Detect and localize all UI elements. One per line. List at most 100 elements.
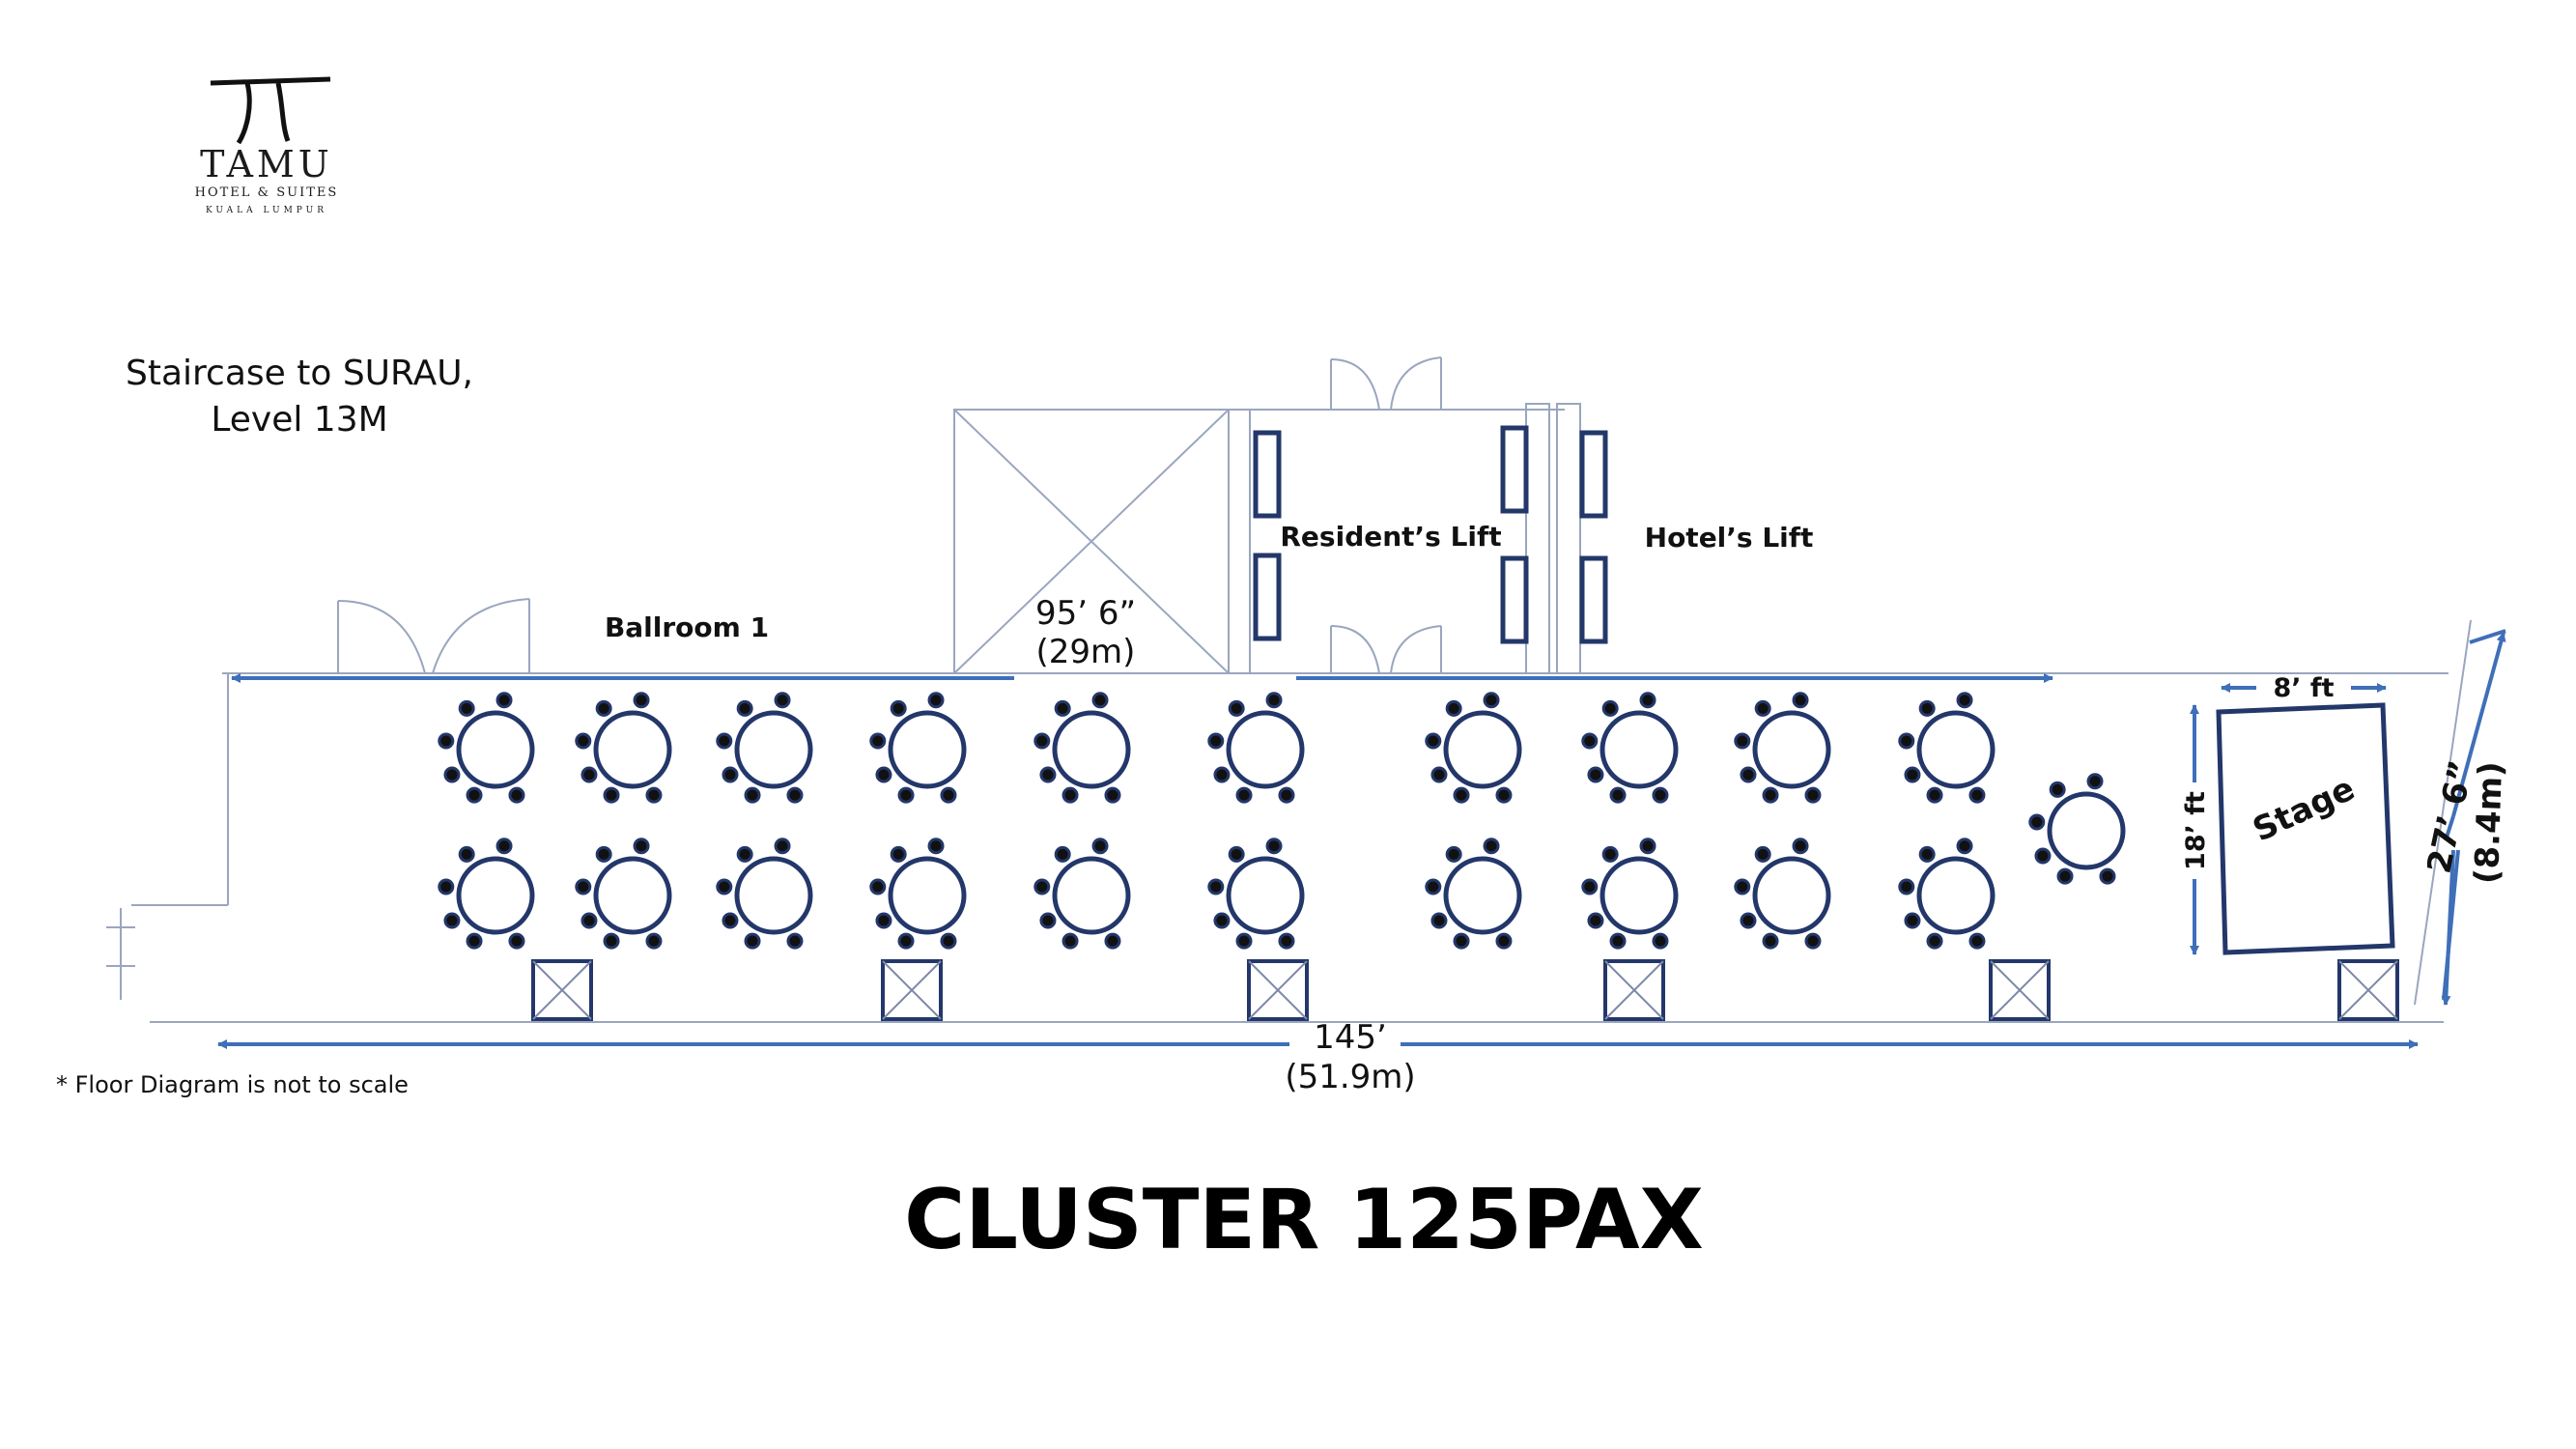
staircase-label-line1: Staircase to SURAU, [126, 354, 473, 393]
chair-icon [580, 912, 598, 929]
chair-icon [1483, 692, 1500, 709]
pillar-icon [531, 959, 593, 1021]
round-table [1581, 692, 1679, 804]
chair-icon [1228, 845, 1245, 863]
chair-icon [1483, 838, 1500, 855]
lift-cars [1253, 425, 1608, 644]
chair-icon [1587, 766, 1604, 783]
chair-icon [1740, 766, 1757, 783]
chair-icon [1033, 878, 1051, 895]
chair-icon [875, 912, 892, 929]
round-table [575, 838, 672, 950]
chair-icon [1235, 932, 1253, 950]
chair-icon [1609, 932, 1627, 950]
chair-icon [1235, 786, 1253, 804]
chair-icon [438, 878, 455, 895]
chair-icon [508, 932, 525, 950]
round-table [1207, 838, 1305, 950]
chair-icon [1445, 699, 1462, 717]
chair-icon [1762, 786, 1779, 804]
chair-icon [2049, 781, 2066, 798]
room-walls [106, 619, 2472, 1023]
chair-icon [722, 912, 739, 929]
round-table [1425, 838, 1522, 950]
table-top [456, 710, 535, 789]
chair-icon [458, 699, 475, 717]
chair-icon [1425, 878, 1442, 895]
chair-icon [443, 912, 461, 929]
chair-icon [1091, 838, 1109, 855]
round-table [2028, 773, 2126, 885]
round-table [1898, 838, 1996, 950]
chair-icon [575, 878, 592, 895]
chair-icon [1898, 878, 1915, 895]
chair-icon [1213, 912, 1231, 929]
chair-icon [1228, 699, 1245, 717]
lift-lobby [1228, 356, 1581, 674]
staircase-label-line2: Level 13M [211, 400, 387, 440]
chair-icon [1425, 732, 1442, 750]
round-table [575, 692, 672, 804]
chair-icon [1601, 845, 1619, 863]
chair-icon [1054, 845, 1071, 863]
table-top [1052, 710, 1131, 789]
table-top [888, 856, 967, 935]
round-table [1033, 692, 1131, 804]
chair-icon [1734, 878, 1751, 895]
chair-icon [633, 692, 650, 709]
chair-icon [1609, 786, 1627, 804]
table-top [593, 710, 672, 789]
logo-brand: TAMU [200, 143, 333, 185]
chair-icon [438, 732, 455, 750]
chair-icon [736, 699, 753, 717]
chair-icon [722, 766, 739, 783]
chair-icon [1430, 766, 1448, 783]
table-top [1052, 856, 1131, 935]
table-top [1226, 710, 1305, 789]
chair-icon [1039, 912, 1057, 929]
chair-icon [1804, 932, 1822, 950]
pillars [531, 959, 2399, 1021]
chair-icon [1918, 699, 1936, 717]
inner-length-ft: 95’ 6” [1035, 594, 1136, 633]
chair-icon [1062, 786, 1079, 804]
chair-icon [495, 838, 513, 855]
table-top [1916, 856, 1996, 935]
banquet-tables [438, 692, 2126, 950]
chair-icon [940, 786, 957, 804]
round-table [1425, 692, 1522, 804]
table-top [1226, 856, 1305, 935]
chair-icon [1601, 699, 1619, 717]
chair-icon [1430, 912, 1448, 929]
pillar-icon [881, 959, 943, 1021]
chair-icon [2086, 773, 2104, 790]
table-top [734, 856, 813, 935]
chair-icon [869, 732, 887, 750]
chair-icon [1278, 932, 1295, 950]
chair-icon [1792, 692, 1809, 709]
chair-icon [2099, 867, 2116, 885]
table-top [888, 710, 967, 789]
chair-icon [1054, 699, 1071, 717]
chair-icon [774, 838, 791, 855]
width-m: (8.4m) [2468, 761, 2510, 885]
logo-line2: KUALA LUMPUR [206, 206, 327, 215]
layout-title: CLUSTER 125PAX [904, 1172, 1704, 1268]
chair-icon [1918, 845, 1936, 863]
table-top [1599, 710, 1679, 789]
chair-icon [1804, 786, 1822, 804]
chair-icon [1033, 732, 1051, 750]
chair-icon [897, 786, 915, 804]
scale-note: * Floor Diagram is not to scale [56, 1071, 409, 1098]
pillar-icon [1247, 959, 1309, 1021]
chair-icon [603, 786, 620, 804]
chair-icon [890, 845, 907, 863]
chair-icon [1587, 912, 1604, 929]
chair-icon [1956, 838, 1973, 855]
chair-icon [1639, 838, 1656, 855]
lift-car-icon [1579, 430, 1608, 519]
chair-icon [890, 699, 907, 717]
chair-icon [1207, 732, 1225, 750]
chair-icon [2034, 847, 2052, 865]
